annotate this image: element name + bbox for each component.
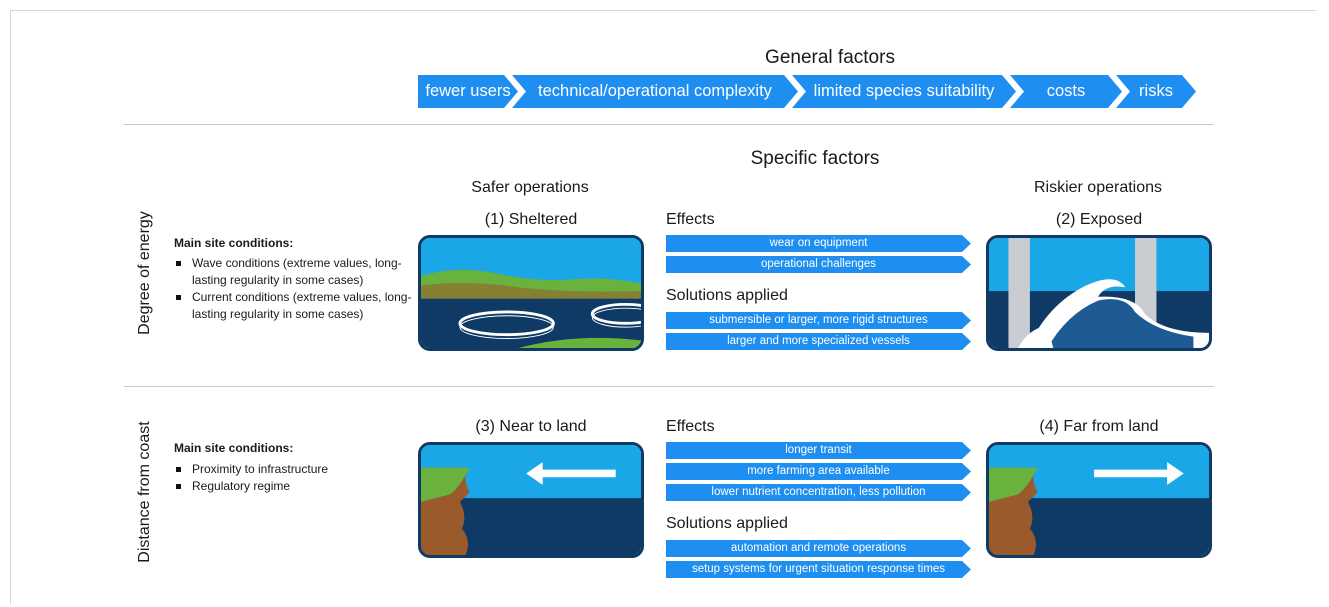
- divider-middle: [124, 386, 1214, 387]
- tile-far-land-label: (4) Far from land: [1039, 418, 1159, 435]
- tile-exposed-label: (2) Exposed: [1055, 211, 1143, 228]
- axis-label-distance-from-coast: Distance from coast: [136, 421, 153, 563]
- tile-sheltered-label: (1) Sheltered: [484, 211, 578, 228]
- row2-effect-farming-area: more farming area available: [666, 463, 971, 480]
- axis-label-degree-of-energy: Degree of energy: [136, 211, 153, 335]
- chevron-risks: risks: [1116, 75, 1196, 108]
- row1-conditions-list: Wave conditions (extreme values, long-la…: [174, 255, 414, 323]
- row2-solution-urgent-response: setup systems for urgent situation respo…: [666, 561, 971, 578]
- row2-solution-automation: automation and remote operations: [666, 540, 971, 557]
- divider-top: [124, 124, 1214, 125]
- chevron-costs: costs: [1010, 75, 1122, 108]
- chevron-fewer-users: fewer users: [418, 75, 518, 108]
- safer-operations-label: Safer operations: [471, 179, 589, 196]
- row1-effect-wear: wear on equipment: [666, 235, 971, 252]
- specific-factors-title: Specific factors: [750, 148, 880, 169]
- far-land-illustration: [986, 442, 1212, 558]
- chevron-complexity: technical/operational complexity: [512, 75, 798, 108]
- row2-effect-nutrients: lower nutrient concentration, less pollu…: [666, 484, 971, 501]
- row1-solutions-label: Solutions applied: [666, 287, 788, 304]
- sheltered-site-illustration: [418, 235, 644, 351]
- figure-frame: [10, 10, 1316, 604]
- row1-conditions-title: Main site conditions:: [174, 236, 294, 250]
- row1-solution-structures: submersible or larger, more rigid struct…: [666, 312, 971, 329]
- row2-conditions-title: Main site conditions:: [174, 441, 294, 455]
- general-factors-title: General factors: [765, 47, 895, 68]
- row2-solutions-label: Solutions applied: [666, 515, 788, 532]
- row1-solution-vessels: larger and more specialized vessels: [666, 333, 971, 350]
- near-land-illustration: [418, 442, 644, 558]
- row1-condition-wave: Wave conditions (extreme values, long-la…: [174, 255, 414, 289]
- general-factors-chevrons: fewer users technical/operational comple…: [418, 75, 1190, 108]
- row1-condition-current: Current conditions (extreme values, long…: [174, 289, 414, 323]
- row2-conditions-list: Proximity to infrastructure Regulatory r…: [174, 461, 414, 495]
- row2-effect-transit: longer transit: [666, 442, 971, 459]
- chevron-species-suitability: limited species suitability: [792, 75, 1016, 108]
- exposed-site-illustration: [986, 235, 1212, 351]
- row1-effect-operational: operational challenges: [666, 256, 971, 273]
- row2-condition-infrastructure: Proximity to infrastructure: [174, 461, 414, 478]
- row2-condition-regulatory: Regulatory regime: [174, 478, 414, 495]
- row2-effects-label: Effects: [666, 418, 715, 435]
- riskier-operations-label: Riskier operations: [1033, 179, 1163, 196]
- row1-effects-label: Effects: [666, 211, 715, 228]
- tile-near-land-label: (3) Near to land: [475, 418, 587, 435]
